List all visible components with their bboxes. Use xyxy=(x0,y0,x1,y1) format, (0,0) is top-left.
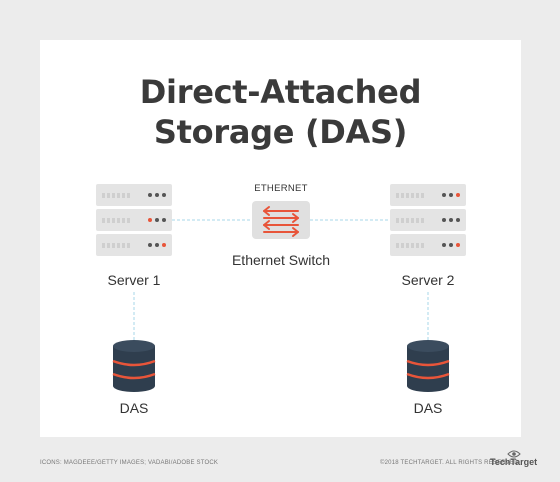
diagram-title-line-2: Storage (DAS) xyxy=(153,113,408,151)
das-2-label: DAS xyxy=(413,400,443,416)
server-1-unit-bottom xyxy=(96,234,172,256)
techtarget-logo: TechTarget xyxy=(490,457,538,467)
server-2-unit-bottom xyxy=(390,234,466,256)
ethernet-switch-icon xyxy=(252,201,310,239)
techtarget-eye-icon xyxy=(507,450,521,458)
server-1-unit-middle xyxy=(96,209,172,231)
ethernet-caption: ETHERNET xyxy=(254,183,308,194)
server-1-label: Server 1 xyxy=(107,272,161,288)
image-credit: ICONS: MAGDEEE/GETTY IMAGES; VADABI/ADOB… xyxy=(40,460,219,466)
das-1-label: DAS xyxy=(119,400,149,416)
das-2-database-icon xyxy=(406,340,450,392)
server-2-unit-middle xyxy=(390,209,466,231)
server-1-unit-top xyxy=(96,184,172,206)
das-1-database-icon xyxy=(112,340,156,392)
server-1-icon xyxy=(96,184,172,256)
server-2-label: Server 2 xyxy=(401,272,455,288)
server-2-unit-top xyxy=(390,184,466,206)
copyright-notice: ©2018 TECHTARGET. ALL RIGHTS RESERVED xyxy=(380,460,519,466)
switch-arrows-icon xyxy=(263,206,299,237)
connectors xyxy=(133,219,429,340)
server-2-icon xyxy=(390,184,466,256)
switch-label: Ethernet Switch xyxy=(231,252,331,268)
diagram-title-line-1: Direct-Attached xyxy=(139,73,422,111)
